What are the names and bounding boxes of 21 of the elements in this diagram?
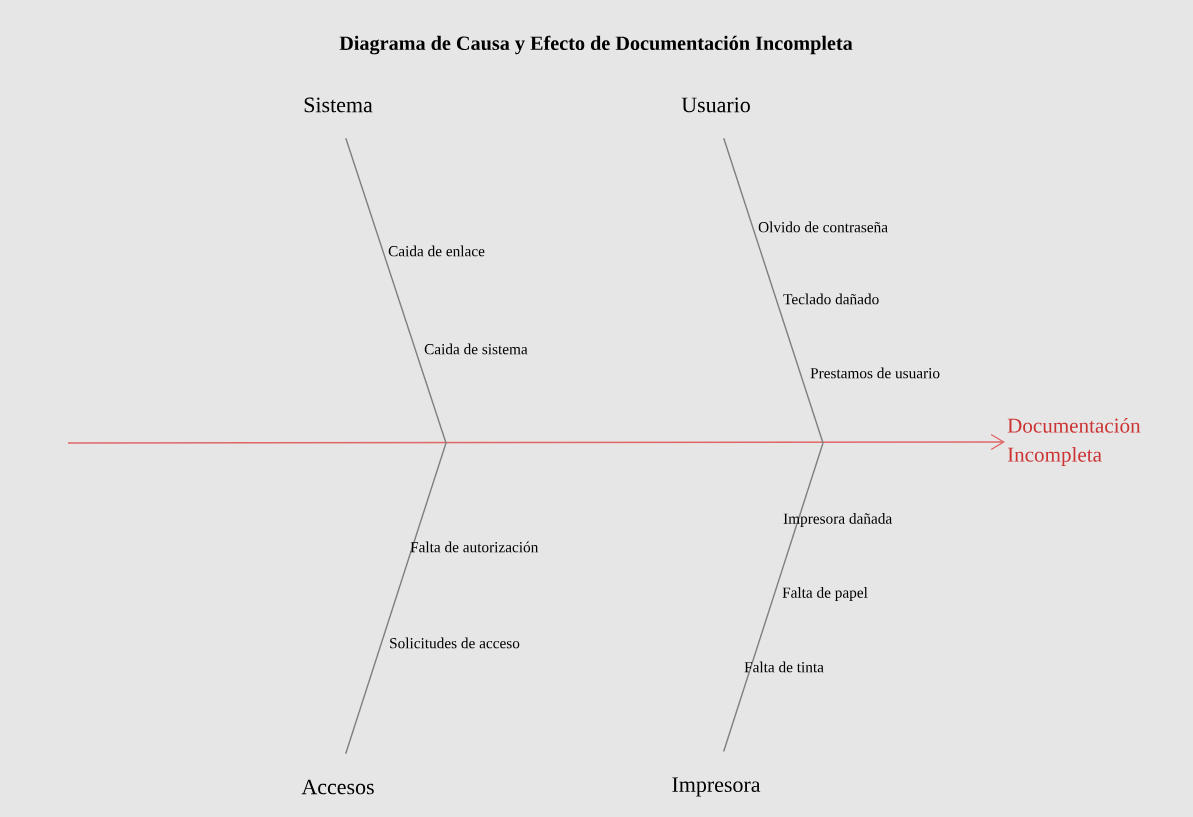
cause-label: Falta de papel (782, 587, 868, 601)
cause-label: Teclado dañado (783, 293, 879, 305)
category-label: Sistema (304, 97, 373, 113)
cause-label: Falta de autorización (410, 541, 539, 553)
bone-line (722, 442, 824, 753)
bone-line (345, 137, 447, 444)
cause-label: Impresora dañada (783, 513, 892, 527)
cause-label: Prestamos de usuario (810, 367, 940, 379)
cause-label: Caida de enlace (388, 245, 485, 257)
cause-label: Falta de tinta (744, 661, 824, 673)
cause-label: Solicitudes de acceso (390, 637, 520, 649)
cause-label: Caida de sistema (424, 343, 528, 355)
bone-line (345, 442, 447, 755)
category-label: Accesos (301, 779, 374, 795)
title: Diagrama de Causa y Efecto de Documentación Incompleta (339, 35, 853, 55)
spine-arrow (67, 433, 1005, 451)
category-label: Usuario (681, 97, 750, 113)
bone-line (723, 137, 824, 444)
cause-label: Olvido de contraseña (758, 221, 888, 233)
effect-label: Documentación Incompleta (1007, 417, 1141, 467)
category-label: Impresora (672, 777, 761, 797)
